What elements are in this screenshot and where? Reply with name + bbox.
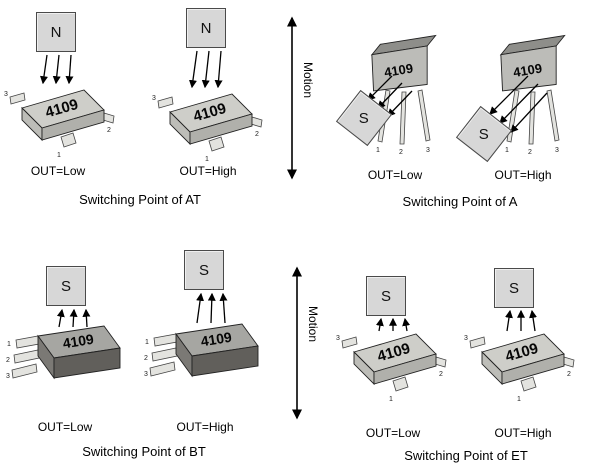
- chip-part-number: 4109: [62, 331, 95, 352]
- magnet-s-et-high: S: [494, 268, 534, 308]
- section-title-a: Switching Point of A: [402, 194, 518, 209]
- pin-1-label: 1: [389, 396, 393, 403]
- magnet-pole-label: S: [508, 279, 519, 297]
- magnet-pole-label: S: [478, 125, 490, 143]
- pin-2-label: 2: [6, 357, 10, 364]
- sot23-leads: [157, 96, 263, 152]
- magnet-n-at-low: N: [36, 12, 76, 52]
- sot23-leads: [9, 92, 115, 148]
- pin-1-label: 1: [505, 147, 509, 154]
- field-arrows-up-icon: [505, 309, 537, 332]
- pin-3-label: 3: [152, 95, 156, 102]
- section-title-at: Switching Point of AT: [79, 192, 201, 207]
- motion-double-arrow-icon: [287, 16, 297, 180]
- chip-part-number: 4109: [512, 61, 543, 80]
- pin-3-label: 3: [336, 335, 340, 342]
- sot23-body: [169, 93, 253, 146]
- chip-package-sot89-bt-low: 4109 1 2 3: [6, 325, 121, 380]
- out-state-label: OUT=High: [176, 420, 234, 434]
- motion-double-arrow-icon: [292, 266, 302, 420]
- magnet-pole-label: N: [50, 23, 62, 41]
- magnet-pole-label: S: [60, 277, 71, 295]
- to92-body: 4109: [370, 34, 437, 92]
- out-state-label: OUT=High: [179, 164, 237, 178]
- field-arrows-down-icon: [40, 54, 74, 85]
- magnet-n-at-high: N: [186, 8, 226, 48]
- pin-2-label: 2: [107, 127, 111, 134]
- chip-package-sot23-at-low: 4109 3 2 1: [4, 89, 115, 159]
- pin-1-label: 1: [205, 156, 209, 163]
- pin-1-label: 1: [7, 341, 11, 348]
- magnet-s-et-low: S: [366, 276, 406, 316]
- to92-body: 4109: [499, 34, 566, 92]
- pin-1-label: 1: [517, 396, 521, 403]
- sot89-body: [175, 323, 259, 378]
- pin-1-label: 1: [145, 339, 149, 346]
- field-arrows-up-icon: [375, 317, 411, 332]
- out-state-label: OUT=Low: [365, 426, 421, 440]
- out-state-label: OUT=Low: [37, 420, 93, 434]
- field-arrows-downleft-icon: [367, 75, 413, 117]
- magnet-s-bt-low: S: [46, 266, 86, 306]
- pin-2-label: 2: [567, 371, 571, 378]
- magnet-pole-label: S: [380, 287, 391, 305]
- chip-package-sot23-et-high: 4109 3 2 1: [464, 333, 575, 403]
- section-title-et: Switching Point of ET: [404, 448, 528, 463]
- sot23-body: [481, 333, 565, 386]
- sot23-body: [21, 89, 105, 142]
- field-arrows-down-icon: [188, 50, 223, 89]
- chip-package-to92-a-high: 4109 1 2 3: [499, 34, 566, 156]
- chip-part-number: 4109: [383, 61, 414, 80]
- sot23-leads: [341, 336, 447, 392]
- sot89-leads: [11, 335, 40, 379]
- section-title-bt: Switching Point of BT: [82, 444, 206, 459]
- pin-2-label: 2: [528, 149, 532, 156]
- pin-2-label: 2: [255, 131, 259, 138]
- sot23-leads: [469, 336, 575, 392]
- chip-package-sot23-et-low: 4109 3 2 1: [336, 333, 447, 403]
- pin-2-label: 2: [439, 371, 443, 378]
- pin-3-label: 3: [555, 147, 559, 154]
- field-arrows-downleft-icon: [489, 75, 548, 133]
- sot89-leads: [149, 333, 178, 377]
- field-arrows-up-icon: [196, 292, 228, 324]
- sot89-body: [37, 325, 121, 380]
- magnet-pole-label: S: [358, 109, 370, 127]
- pin-3-label: 3: [6, 373, 10, 380]
- chip-package-sot89-bt-high: 4109 1 2 3: [144, 323, 259, 378]
- magnet-pole-label: S: [198, 261, 209, 279]
- chip-part-number: 4109: [200, 329, 233, 350]
- pin-3-label: 3: [4, 91, 8, 98]
- sot23-body: [353, 333, 437, 386]
- pin-3-label: 3: [464, 335, 468, 342]
- motion-label: Motion: [301, 62, 315, 99]
- magnet-s-bt-high: S: [184, 250, 224, 290]
- out-state-label: OUT=High: [494, 168, 552, 182]
- pin-2-label: 2: [144, 355, 148, 362]
- out-state-label: OUT=High: [494, 426, 552, 440]
- pin-3-label: 3: [144, 371, 148, 378]
- pin-2-label: 2: [399, 149, 403, 156]
- out-state-label: OUT=Low: [30, 164, 86, 178]
- pin-1-label: 1: [376, 147, 380, 154]
- pin-1-label: 1: [57, 152, 61, 159]
- field-arrows-up-icon: [56, 308, 91, 328]
- chip-package-sot23-at-high: 4109 3 2 1: [152, 93, 263, 163]
- magnet-pole-label: N: [200, 19, 212, 37]
- out-state-label: OUT=Low: [367, 168, 423, 182]
- motion-label: Motion: [306, 306, 320, 343]
- pin-3-label: 3: [426, 147, 430, 154]
